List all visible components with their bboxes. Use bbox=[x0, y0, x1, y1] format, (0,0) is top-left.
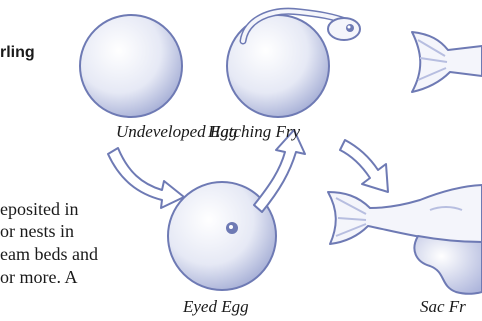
label-sac-fry: Sac Fr bbox=[420, 297, 466, 317]
arrow-hatching-to-sac bbox=[340, 140, 388, 192]
body-text-line-1: eposited in bbox=[0, 199, 79, 220]
fish-tail-fragment bbox=[412, 32, 482, 92]
body-text-line-3: eam beds and bbox=[0, 244, 98, 265]
section-heading-fragment: rling bbox=[0, 44, 35, 62]
label-hatching-fry: Hatching Fry bbox=[208, 122, 300, 142]
body-text-line-4: or more. A bbox=[0, 267, 77, 288]
label-eyed-egg: Eyed Egg bbox=[183, 297, 249, 317]
hatching-fry bbox=[227, 11, 360, 117]
arrow-undeveloped-to-eyed bbox=[108, 148, 184, 208]
undeveloped-egg bbox=[80, 15, 182, 117]
sac-fry bbox=[328, 185, 482, 294]
body-text-line-2: or nests in bbox=[0, 221, 74, 242]
arrow-eyed-to-hatching bbox=[254, 130, 305, 212]
